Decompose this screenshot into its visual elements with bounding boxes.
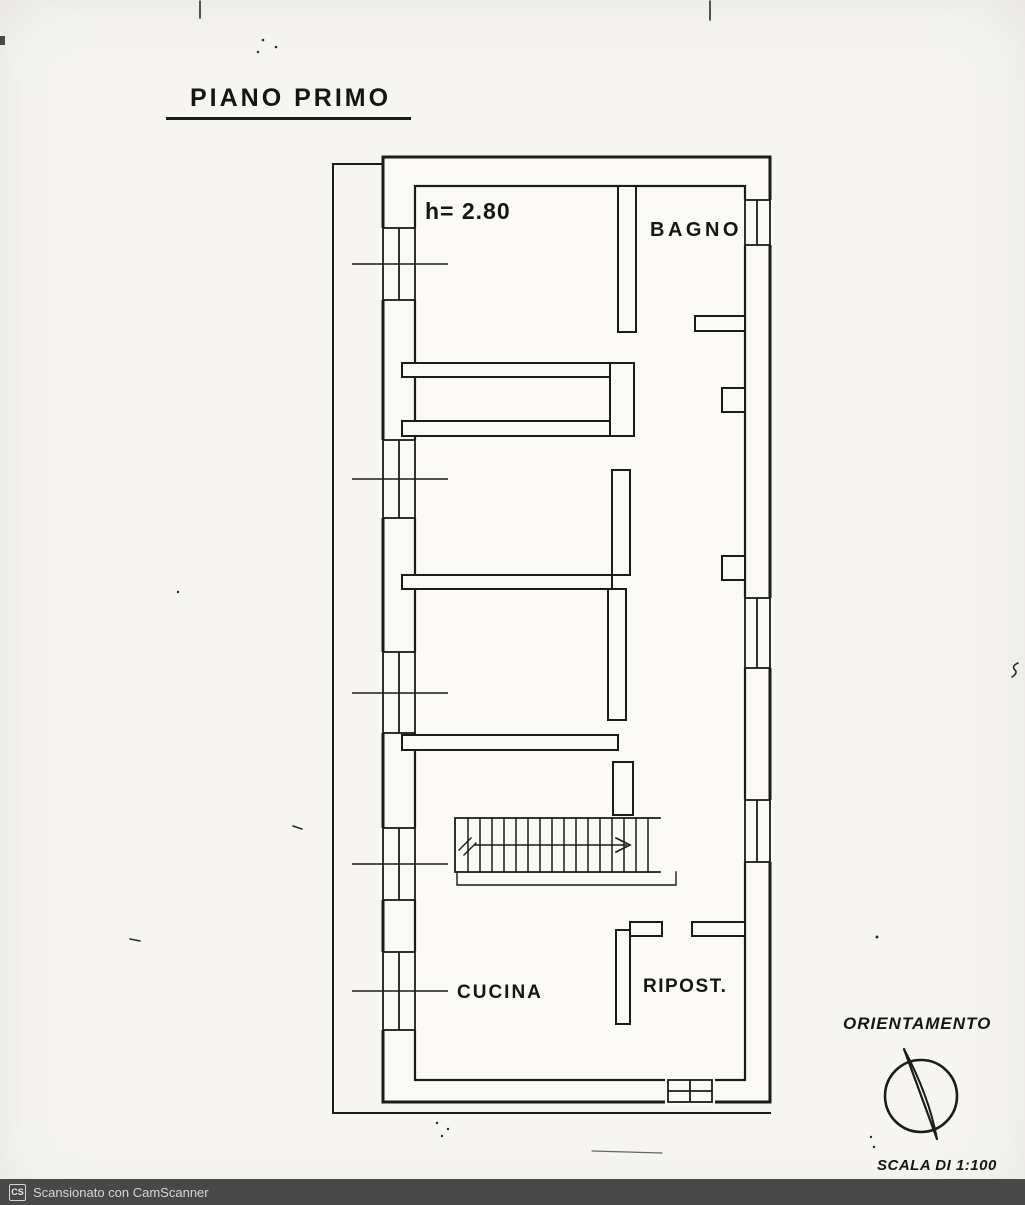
wall-room3-east bbox=[607, 588, 627, 721]
compass-needle-line bbox=[902, 1047, 939, 1141]
camscanner-logo-icon: CS bbox=[9, 1183, 26, 1201]
roof-overhang-line bbox=[332, 163, 771, 1114]
camscanner-watermark-text: Scansionato con CamScanner bbox=[33, 1184, 209, 1200]
wall-cap-east bbox=[609, 362, 635, 437]
compass-icon bbox=[883, 1047, 959, 1141]
window-symbol bbox=[352, 651, 448, 734]
window-symbol bbox=[352, 951, 448, 1031]
wall-room1-bagno bbox=[617, 185, 637, 333]
window-symbol bbox=[741, 199, 774, 246]
stairs-direction-arrow bbox=[474, 836, 632, 854]
orientation-title: ORIENTAMENTO bbox=[843, 1014, 992, 1033]
scan-artifacts bbox=[0, 0, 1019, 1154]
wall-room1-south bbox=[401, 362, 619, 378]
pilaster-marker bbox=[721, 555, 746, 581]
camscanner-watermark-bar: CS Scansionato con CamScanner bbox=[0, 1179, 1025, 1205]
pilaster-marker bbox=[721, 387, 746, 413]
compass-circle bbox=[883, 1058, 959, 1134]
wall-room2-east bbox=[611, 469, 631, 576]
window-symbol bbox=[665, 1077, 715, 1106]
stairs-lower-outline bbox=[456, 871, 677, 886]
room-label-ripost: RIPOST. bbox=[643, 976, 728, 997]
stairs-start-mark bbox=[458, 837, 477, 856]
window-symbol bbox=[352, 439, 448, 519]
title-underline bbox=[166, 117, 411, 120]
room-label-cucina: CUCINA bbox=[457, 982, 543, 1003]
wall-room3-south bbox=[401, 734, 619, 751]
wall-stair-cap bbox=[612, 761, 634, 816]
window-symbols bbox=[352, 199, 774, 1106]
room-label-bagno: BAGNO bbox=[650, 219, 742, 241]
stairs-outline bbox=[454, 817, 661, 873]
staircase bbox=[454, 817, 677, 886]
wall-ripost-west bbox=[615, 929, 631, 1025]
exterior-wall-outline bbox=[381, 155, 772, 1104]
window-symbol bbox=[352, 227, 448, 301]
window-symbol bbox=[741, 799, 774, 863]
scale-note: SCALA DI 1:100 bbox=[877, 1157, 997, 1174]
building-shell bbox=[332, 155, 772, 1114]
window-symbol bbox=[741, 597, 774, 669]
wall-ripost-north-right bbox=[691, 921, 746, 937]
ceiling-height-note: h= 2.80 bbox=[425, 198, 511, 224]
wall-ripost-north-left bbox=[629, 921, 663, 937]
interior-partitions bbox=[401, 185, 746, 1025]
wall-room2-north bbox=[401, 420, 613, 437]
window-symbol bbox=[352, 827, 448, 901]
compass-needle-blade bbox=[903, 1048, 938, 1140]
wall-room2-south bbox=[401, 574, 613, 590]
page-title: PIANO PRIMO bbox=[190, 84, 392, 112]
wall-bagno-south bbox=[694, 315, 746, 332]
